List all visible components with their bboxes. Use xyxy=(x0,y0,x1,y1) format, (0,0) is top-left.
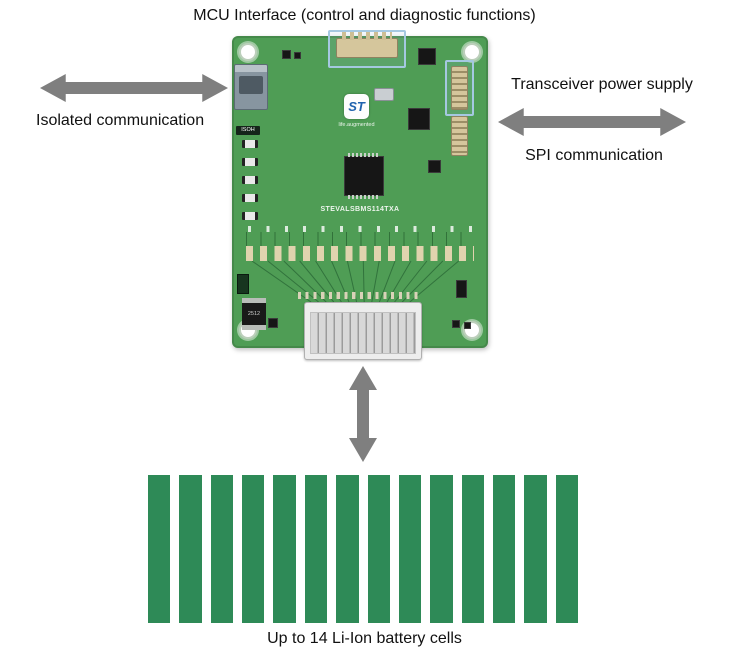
battery-cell xyxy=(555,475,579,623)
battery-cell xyxy=(210,475,234,623)
smd-resistor xyxy=(242,176,258,184)
battery-cell xyxy=(179,475,202,623)
mounting-hole xyxy=(239,43,257,61)
smd-component xyxy=(452,320,460,328)
spi-connector xyxy=(451,116,468,156)
usb-connector xyxy=(234,64,268,110)
battery-cells xyxy=(148,475,579,623)
mcu-interface-connector xyxy=(336,38,398,58)
terminal-block xyxy=(237,274,249,294)
spi-communication-label: SPI communication xyxy=(525,147,663,164)
transceiver-power-label: Transceiver power supply xyxy=(511,76,693,93)
transceiver-power-connector xyxy=(451,66,468,110)
board-name: STEVALSBMS114TXA xyxy=(320,206,400,213)
smd-component xyxy=(268,318,278,328)
battery-cell xyxy=(273,475,296,623)
smd-resistor xyxy=(242,212,258,220)
evaluation-board: ISOH ST life.augmented STEVALSBMS114TXA … xyxy=(232,30,488,360)
battery-cells-label: Up to 14 Li-Ion battery cells xyxy=(267,630,462,647)
battery-connector-slots xyxy=(310,312,416,354)
usb-silkscreen-label: ISOH xyxy=(236,126,260,135)
st-tagline: life.augmented xyxy=(338,122,375,128)
smd-component xyxy=(294,52,301,59)
regulator-ic xyxy=(408,108,430,130)
spi-communication-arrow xyxy=(498,108,686,136)
battery-cell xyxy=(430,475,453,623)
shunt-resistor: 2512 xyxy=(242,298,266,330)
smd-component xyxy=(418,48,436,65)
capacitor-row xyxy=(246,246,474,261)
mounting-hole xyxy=(463,43,481,61)
isolated-communication-label: Isolated communication xyxy=(36,112,205,129)
battery-connection-arrow xyxy=(349,366,377,462)
pin-header xyxy=(456,280,467,298)
battery-cell xyxy=(242,475,265,623)
main-ic xyxy=(344,153,384,199)
battery-cell xyxy=(492,475,516,623)
smd-resistor xyxy=(242,140,258,148)
trace-row xyxy=(246,232,474,246)
smd-ic xyxy=(428,160,441,173)
battery-cell xyxy=(398,475,422,623)
battery-cell xyxy=(304,475,328,623)
battery-cell xyxy=(148,475,171,623)
solder-pads xyxy=(298,292,422,299)
battery-cell xyxy=(524,475,547,623)
smd-component xyxy=(464,322,471,329)
smd-resistor xyxy=(242,158,258,166)
smd-component xyxy=(282,50,291,59)
isolated-communication-arrow xyxy=(40,74,228,102)
battery-cell xyxy=(367,475,390,623)
st-logo: ST xyxy=(344,94,369,119)
micro-usb-connector xyxy=(374,88,394,101)
diagram-title: MCU Interface (control and diagnostic fu… xyxy=(193,7,536,24)
mcu-connector-pins xyxy=(342,32,392,40)
battery-cell xyxy=(461,475,484,623)
battery-cell xyxy=(336,475,359,623)
silkscreen-row xyxy=(248,226,472,232)
smd-resistor xyxy=(242,194,258,202)
